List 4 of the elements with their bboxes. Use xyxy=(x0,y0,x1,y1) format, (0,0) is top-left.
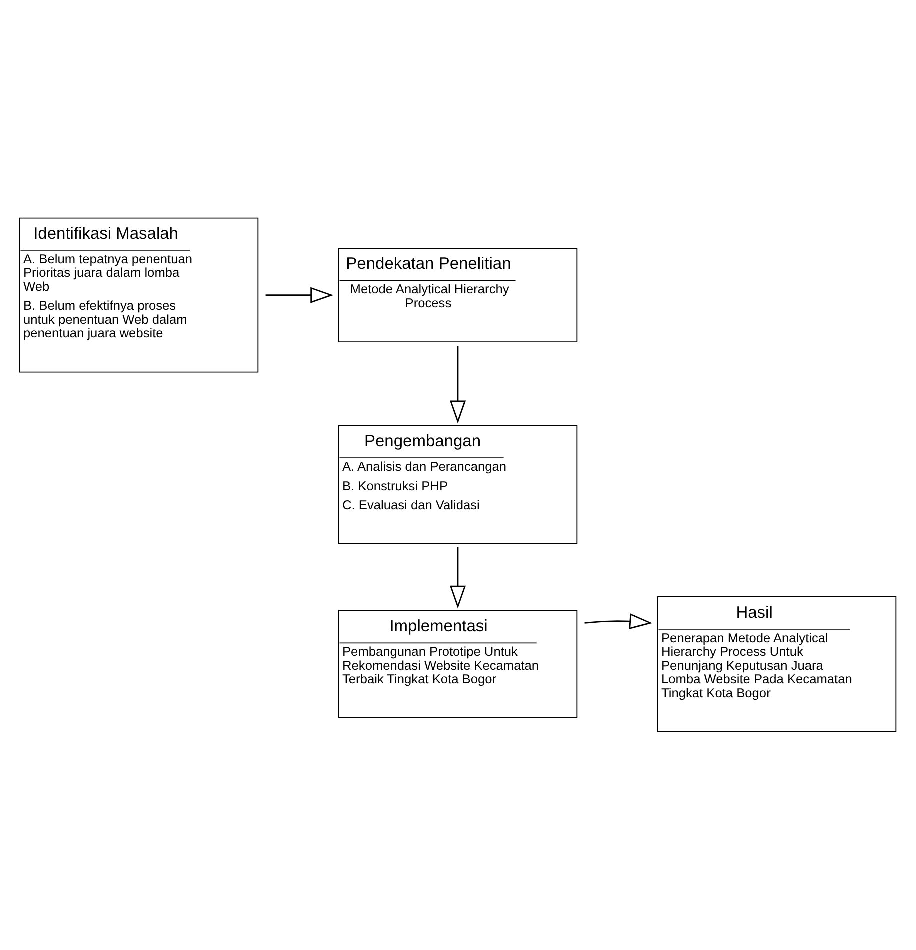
arrow xyxy=(266,287,334,304)
arrow xyxy=(584,614,653,630)
arrow xyxy=(450,548,466,609)
arrow xyxy=(450,346,466,424)
